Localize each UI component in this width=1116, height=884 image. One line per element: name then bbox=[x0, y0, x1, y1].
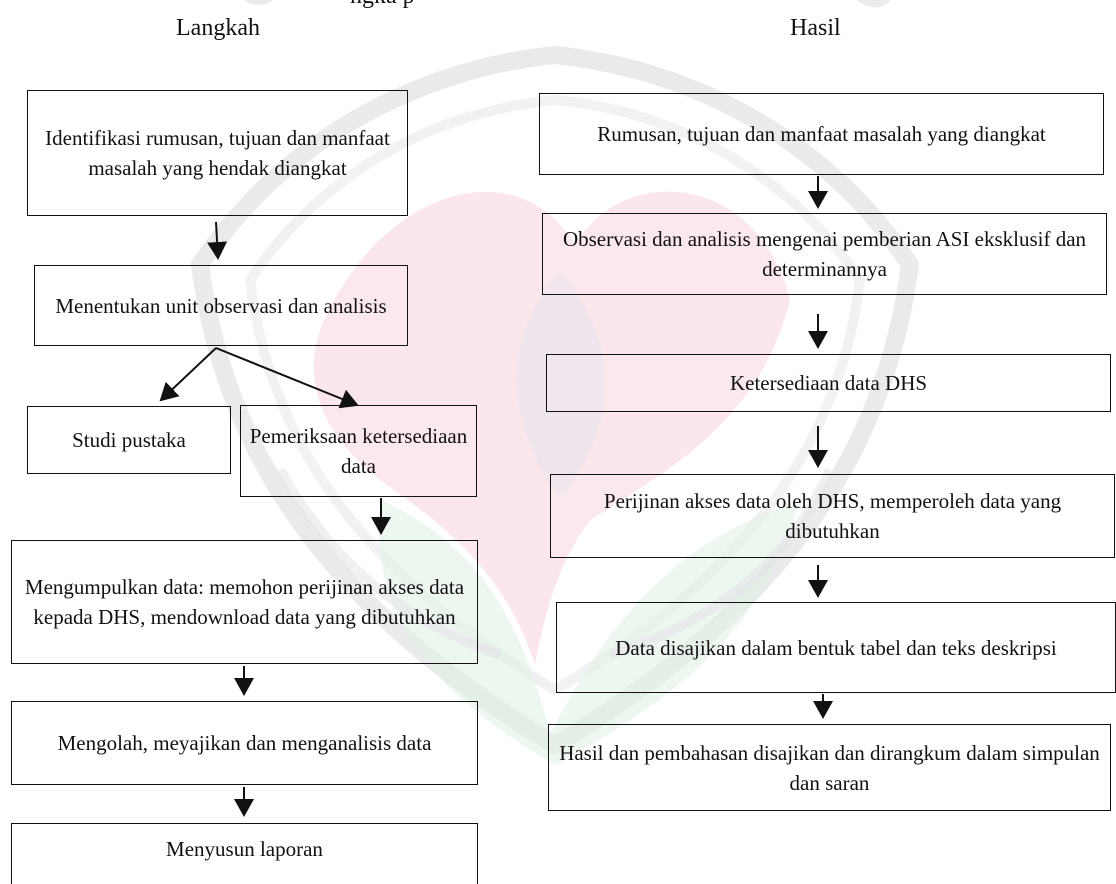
right-result-presentation-label: Data disajikan dalam bentuk tabel dan te… bbox=[615, 635, 1057, 660]
left-step-analysis: Mengolah, meyajikan dan menganalisis dat… bbox=[11, 701, 478, 785]
left-step-report: Menyusun laporan bbox=[11, 823, 478, 884]
right-result-access-label: Perijinan akses data oleh DHS, memperole… bbox=[603, 489, 1062, 543]
left-step-literature-label: Studi pustaka bbox=[72, 428, 186, 452]
left-step-unit-label: Menentukan unit observasi dan analisis bbox=[55, 293, 387, 318]
left-step-identify: Identifikasi rumusan, tujuan dan manfaat… bbox=[27, 90, 408, 216]
right-result-observation: Observasi dan analisis mengenai pemberia… bbox=[542, 213, 1107, 295]
left-step-analysis-label: Mengolah, meyajikan dan menganalisis dat… bbox=[57, 731, 432, 755]
left-step-literature: Studi pustaka bbox=[27, 406, 231, 474]
right-result-discussion-label: Hasil dan pembahasan disajikan dan diran… bbox=[559, 740, 1100, 795]
left-step-data-check-label: Pemeriksaan ketersediaan data bbox=[249, 424, 468, 478]
right-result-data-availability-label: Ketersediaan data DHS bbox=[729, 371, 928, 395]
page-heading-partial: ngka p bbox=[350, 0, 415, 8]
right-result-problem: Rumusan, tujuan dan manfaat masalah yang… bbox=[539, 93, 1104, 175]
left-arrow-1 bbox=[207, 221, 228, 260]
right-result-discussion: Hasil dan pembahasan disajikan dan diran… bbox=[548, 724, 1111, 811]
left-column-title: Langkah bbox=[176, 15, 260, 41]
right-column-title: Hasil bbox=[790, 15, 841, 41]
right-result-observation-label: Observasi dan analisis mengenai pemberia… bbox=[562, 227, 1087, 281]
left-step-report-label: Menyusun laporan bbox=[166, 837, 323, 861]
left-step-data-check: Pemeriksaan ketersediaan data bbox=[240, 405, 477, 497]
left-step-identify-label: Identifikasi rumusan, tujuan dan manfaat… bbox=[45, 126, 390, 180]
right-result-problem-label: Rumusan, tujuan dan manfaat masalah yang… bbox=[597, 122, 1046, 146]
right-result-access: Perijinan akses data oleh DHS, memperole… bbox=[550, 474, 1115, 558]
left-branch-arrow-data-check bbox=[215, 347, 359, 409]
right-result-presentation: Data disajikan dalam bentuk tabel dan te… bbox=[556, 602, 1116, 693]
right-result-data-availability: Ketersediaan data DHS bbox=[546, 354, 1111, 412]
left-branch-arrow-literature bbox=[159, 347, 217, 402]
left-step-collect: Mengumpulkan data: memohon perijinan aks… bbox=[11, 540, 478, 664]
left-step-unit: Menentukan unit observasi dan analisis bbox=[34, 265, 408, 346]
left-step-collect-label: Mengumpulkan data: memohon perijinan aks… bbox=[24, 575, 465, 629]
